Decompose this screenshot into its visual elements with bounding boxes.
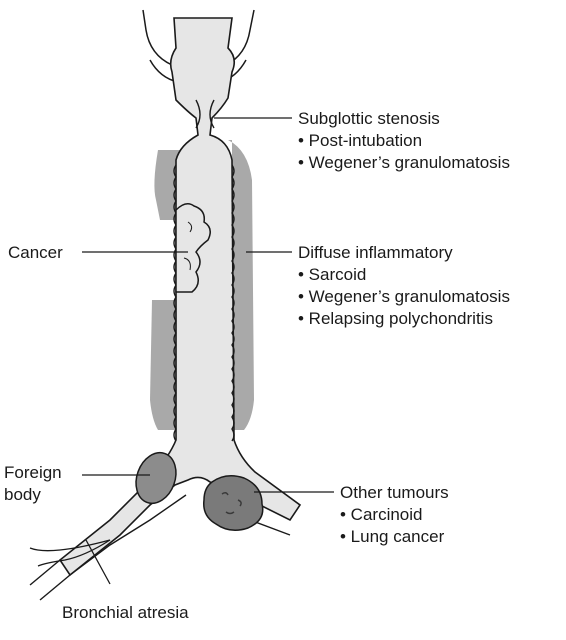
foreign-line-1: Foreign (4, 462, 62, 484)
subglottic-item-1: • Post-intubation (298, 130, 510, 152)
tumours-item-2: • Lung cancer (340, 526, 449, 548)
subglottic-item-2: • Wegener’s granulomatosis (298, 152, 510, 174)
label-other-tumours: Other tumours • Carcinoid • Lung cancer (340, 482, 449, 548)
subglottic-title: Subglottic stenosis (298, 108, 510, 130)
cancer-title: Cancer (8, 242, 63, 264)
label-subglottic-stenosis: Subglottic stenosis • Post-intubation • … (298, 108, 510, 174)
other-tumour (204, 476, 263, 531)
diffuse-item-3: • Relapsing polychondritis (298, 308, 510, 330)
tumours-title: Other tumours (340, 482, 449, 504)
label-diffuse-inflammatory: Diffuse inflammatory • Sarcoid • Wegener… (298, 242, 510, 330)
label-cancer: Cancer (8, 242, 63, 264)
label-bronchial-atresia: Bronchial atresia (62, 602, 189, 624)
diffuse-title: Diffuse inflammatory (298, 242, 510, 264)
foreign-line-2: body (4, 484, 62, 506)
label-foreign-body: Foreign body (4, 462, 62, 506)
diffuse-item-1: • Sarcoid (298, 264, 510, 286)
atresia-title: Bronchial atresia (62, 602, 189, 624)
diffuse-item-2: • Wegener’s granulomatosis (298, 286, 510, 308)
tumours-item-1: • Carcinoid (340, 504, 449, 526)
